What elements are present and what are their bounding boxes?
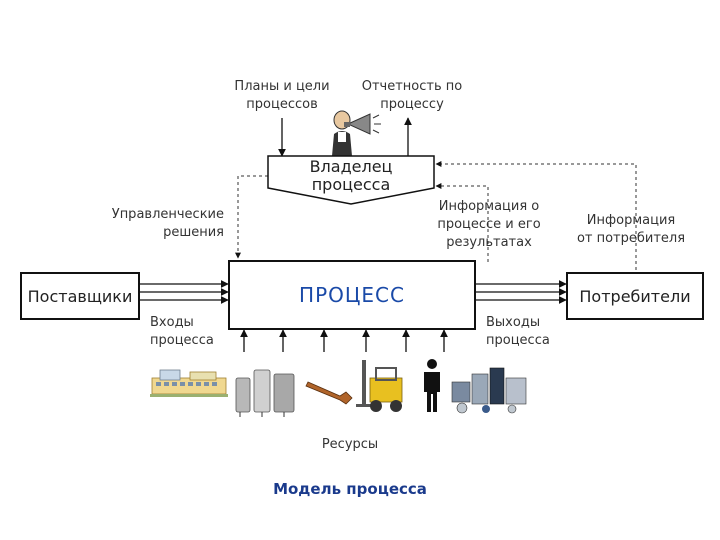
output-arrows [476, 280, 567, 304]
process-box: ПРОЦЕСС [228, 260, 476, 330]
factory-icon [150, 369, 228, 397]
wrench-icon [305, 381, 353, 405]
consumers-box: Потребители [566, 272, 704, 320]
suppliers-box: Поставщики [20, 272, 140, 320]
suppliers-label: Поставщики [27, 286, 133, 306]
resources-label: Ресурсы [321, 437, 379, 452]
resource-arrows [240, 329, 448, 352]
consumers-label: Потребители [579, 286, 691, 306]
caption: Модель процесса [273, 480, 427, 498]
megaphone-person-icon [332, 110, 381, 156]
industrial-tanks-icon [235, 369, 295, 417]
info-consumer-label: Информация от потребителя [576, 213, 686, 246]
feedback-lines [235, 161, 637, 270]
input-arrows [140, 280, 229, 304]
plans-label: Планы и цели процессов [234, 79, 330, 112]
outputs-label: Выходы процесса [486, 315, 550, 348]
forklift-icon [356, 360, 403, 412]
info-process-label: Информация о процессе и его результатах [437, 199, 541, 250]
reporting-label: Отчетность по процессу [361, 79, 463, 112]
owner-label: Владелец процесса [309, 157, 393, 194]
inputs-label: Входы процесса [150, 315, 214, 348]
decisions-label: Управленческие решения [111, 207, 224, 240]
equipment-icon [451, 367, 527, 414]
owner-shape [267, 155, 435, 205]
process-label: ПРОЦЕСС [299, 283, 405, 307]
worker-icon [424, 359, 440, 412]
